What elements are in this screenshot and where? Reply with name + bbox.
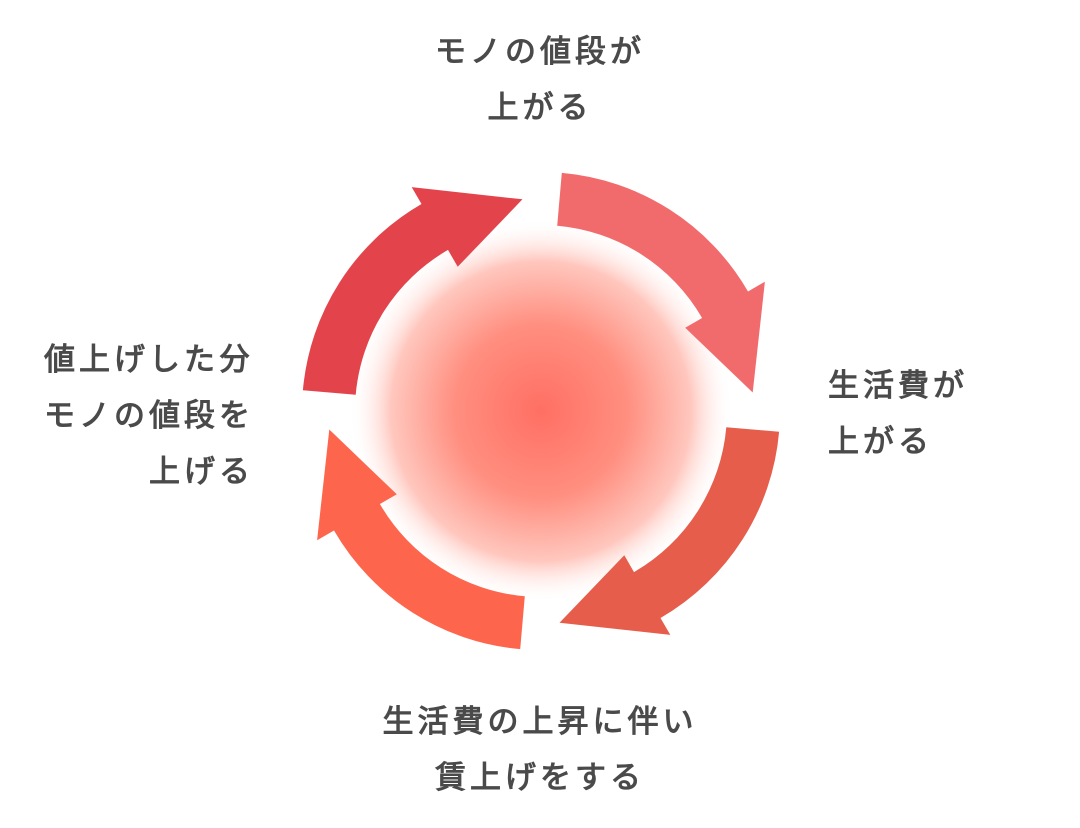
label-line: 生活費の上昇に伴い xyxy=(382,704,698,740)
label-line: 生活費が xyxy=(828,368,968,404)
label-line: モノの値段を xyxy=(44,398,254,434)
arrow-bottom-left xyxy=(317,429,525,650)
label-prices-rise: モノの値段が 上がる xyxy=(340,24,740,136)
label-line: 賃上げをする xyxy=(435,760,645,796)
label-line: 上がる xyxy=(828,424,933,460)
label-line: 上げる xyxy=(149,454,254,490)
center-glow xyxy=(349,219,733,603)
arrow-bottom-right xyxy=(559,427,780,635)
arrow-top-left xyxy=(302,187,523,395)
label-pass-on-price-increase: 値上げした分 モノの値段を 上げる xyxy=(10,332,254,500)
arrow-top-right xyxy=(557,172,765,393)
label-line: モノの値段が xyxy=(435,34,645,70)
label-wage-increase: 生活費の上昇に伴い 賃上げをする xyxy=(290,694,790,806)
label-cost-of-living-rises: 生活費が 上がる xyxy=(828,358,1068,470)
label-line: 値上げした分 xyxy=(44,342,254,378)
label-line: 上がる xyxy=(487,90,593,126)
